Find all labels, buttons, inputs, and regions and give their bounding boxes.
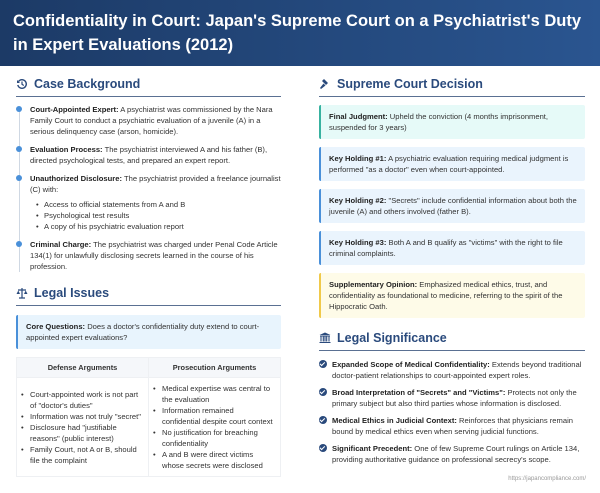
scale-icon (16, 288, 28, 299)
list-item: Court-appointed work is not part of "doc… (21, 389, 142, 411)
list-item: Information remained confidential despit… (153, 405, 274, 427)
left-column: Case Background Court-Appointed Expert: … (16, 66, 281, 477)
check-circle-icon (319, 416, 327, 424)
timeline-dot (16, 106, 22, 112)
list-item: Family Court, not A or B, should file th… (21, 444, 142, 466)
timeline-dot (16, 146, 22, 152)
disclosed-items-list: Access to official statements from A and… (36, 199, 281, 232)
list-item: Access to official statements from A and… (36, 199, 281, 210)
history-icon (17, 79, 27, 89)
page-header: Confidentiality in Court: Japan's Suprem… (0, 0, 600, 66)
list-item: Psychological test results (36, 210, 281, 221)
key-holding-box: Key Holding #3: Both A and B qualify as … (319, 231, 585, 265)
list-item: Disclosure had "justifiable reasons" (pu… (21, 422, 142, 444)
legal-issues-heading: Legal Issues (16, 275, 281, 306)
timeline-dot (16, 175, 22, 181)
supplementary-opinion-box: Supplementary Opinion: Emphasized medica… (319, 273, 585, 318)
right-column: Supreme Court Decision Final Judgment: U… (319, 66, 585, 471)
significance-item: Expanded Scope of Medical Confidentialit… (319, 359, 585, 381)
check-circle-icon (319, 444, 327, 452)
check-circle-icon (319, 388, 327, 396)
list-item: A and B were direct victims whose secret… (153, 449, 274, 471)
timeline-item: Unauthorized Disclosure: The psychiatris… (16, 173, 281, 232)
list-item: Information was not truly "secret" (21, 411, 142, 422)
list-item: A copy of his psychiatric evaluation rep… (36, 221, 281, 232)
decision-heading: Supreme Court Decision (319, 66, 585, 97)
significance-item: Significant Precedent: One of few Suprem… (319, 443, 585, 465)
check-circle-icon (319, 360, 327, 368)
page-title: Confidentiality in Court: Japan's Suprem… (13, 12, 582, 54)
prosecution-cell: Medical expertise was central to the eva… (148, 377, 281, 477)
case-background-heading: Case Background (16, 66, 281, 97)
defense-cell: Court-appointed work is not part of "doc… (16, 377, 149, 477)
prosecution-header: Prosecution Arguments (148, 357, 281, 378)
defense-header: Defense Arguments (16, 357, 149, 378)
significance-heading: Legal Significance (319, 320, 585, 351)
significance-item: Broad Interpretation of "Secrets" and "V… (319, 387, 585, 409)
list-item: No justification for breaching confident… (153, 427, 274, 449)
timeline-dot (16, 241, 22, 247)
timeline-item: Criminal Charge: The psychiatrist was ch… (16, 239, 281, 272)
significance-item: Medical Ethics in Judicial Context: Rein… (319, 415, 585, 437)
key-holding-box: Key Holding #2: "Secrets" include confid… (319, 189, 585, 223)
final-judgment-box: Final Judgment: Upheld the conviction (4… (319, 105, 585, 139)
source-url: https://japancompliance.com/ (508, 476, 586, 482)
case-timeline: Court-Appointed Expert: A psychiatrist w… (16, 104, 281, 272)
significance-list: Expanded Scope of Medical Confidentialit… (319, 359, 585, 465)
timeline-item: Evaluation Process: The psychiatrist int… (16, 144, 281, 166)
timeline-item: Court-Appointed Expert: A psychiatrist w… (16, 104, 281, 137)
gavel-icon (320, 79, 328, 89)
core-questions-callout: Core Questions: Does a doctor's confiden… (16, 315, 281, 349)
list-item: Medical expertise was central to the eva… (153, 383, 274, 405)
key-holding-box: Key Holding #1: A psychiatric evaluation… (319, 147, 585, 181)
landmark-icon (319, 332, 331, 344)
